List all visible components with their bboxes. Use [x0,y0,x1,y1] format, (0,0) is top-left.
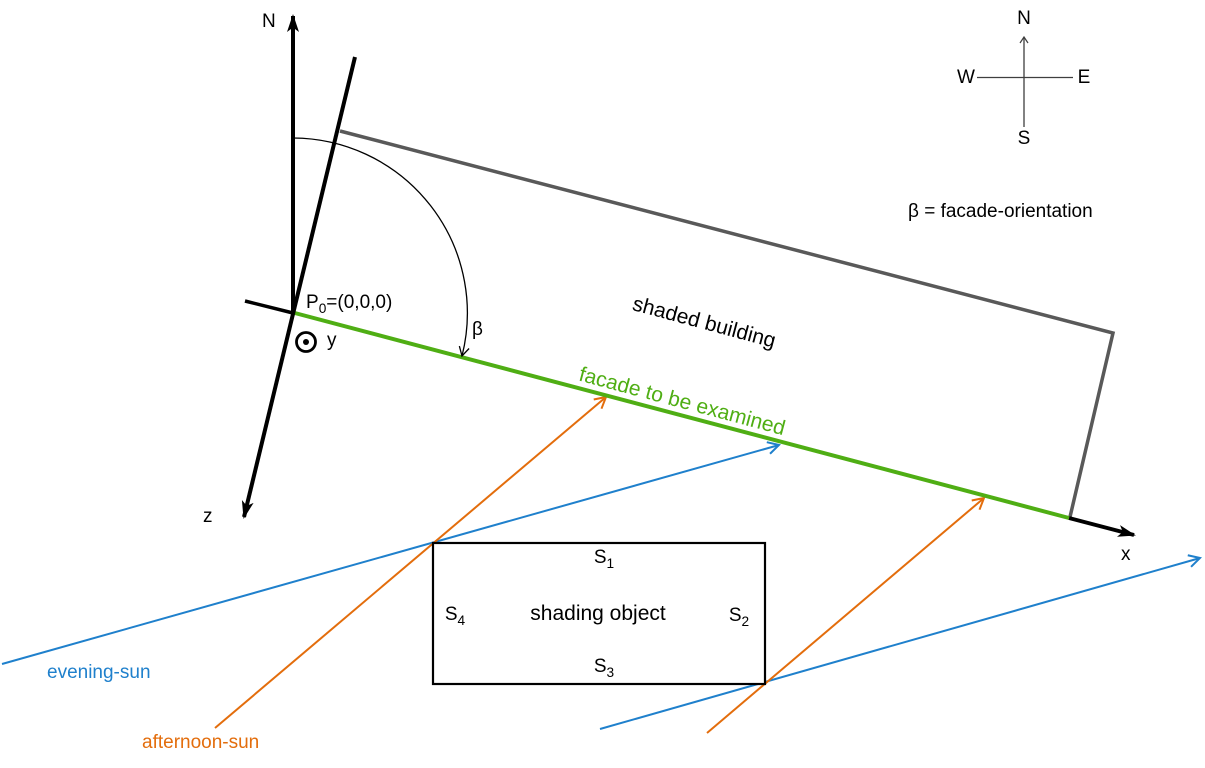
evening-sun-label: evening-sun [47,662,151,683]
shading-object-side-s2: S2 [728,605,750,629]
s3-pre: S [593,656,607,678]
compass-e-label: E [1077,67,1091,89]
beta-angle-label: β [472,319,483,340]
origin-point-pre: P [306,292,319,313]
s4-pre: S [444,604,458,626]
beta-angle-arc [292,137,470,358]
shading-object-label: shading object [530,601,666,625]
shading-object-box [431,541,767,686]
facade-line [290,310,1070,520]
origin-point-label: P0=(0,0,0) [306,292,393,316]
compass-n-label: N [1017,8,1031,30]
x-axis-label: x [1121,544,1131,565]
y-axis-label: y [327,330,337,351]
y-axis-out-of-plane-icon [295,331,317,353]
y-axis-dot-icon [303,339,309,345]
building-outline [339,129,1116,518]
s2-sub: 2 [741,613,750,629]
s1-sub: 1 [606,555,615,571]
evening-sun-ray-2 [599,554,1203,730]
z-axis-label: z [203,506,213,527]
shading-object-side-s1: S1 [593,547,615,571]
evening-sun-ray-1 [1,441,782,665]
z-axis [241,56,357,519]
s3-sub: 3 [606,664,615,680]
s2-pre: S [728,605,742,627]
afternoon-sun-ray-2 [706,496,986,734]
n-axis-label: N [262,11,276,32]
origin-point-sub: 0 [318,300,327,316]
legend-beta-definition: β = facade-orientation [908,201,1093,222]
s1-pre: S [593,547,607,569]
shading-object-side-s4: S4 [444,604,466,628]
afternoon-sun-ray-1 [214,395,608,729]
shading-object-side-s3: S3 [593,656,615,680]
compass-s-label: S [1017,128,1031,150]
compass-w-label: W [957,67,975,89]
facade-extension-line [244,299,294,315]
x-axis [1068,516,1136,537]
s4-sub: 4 [457,612,466,628]
afternoon-sun-label: afternoon-sun [142,732,260,753]
origin-point-post: =(0,0,0) [326,292,393,313]
